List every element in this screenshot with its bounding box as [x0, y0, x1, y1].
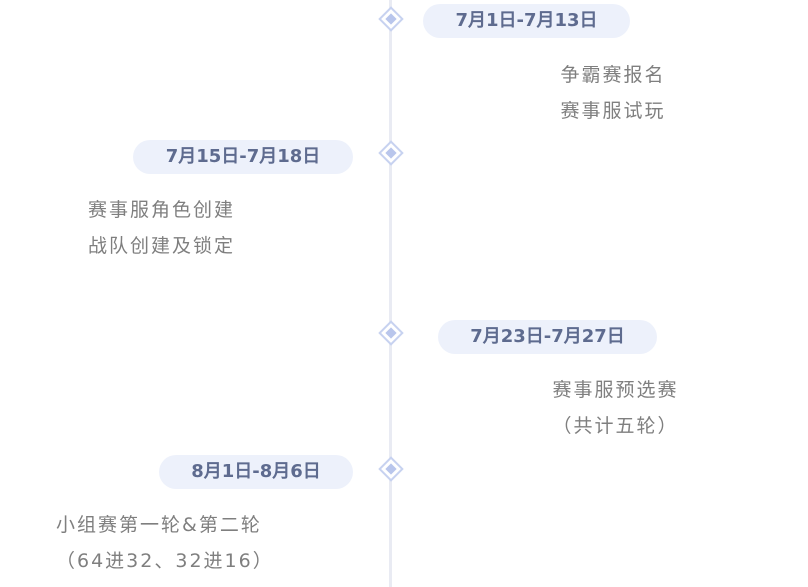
diamond-node-icon — [378, 320, 404, 346]
event-line: 赛事服试玩 — [560, 100, 666, 122]
event-description: 赛事服预选赛 （共计五轮） — [518, 372, 713, 444]
event-line: 小组赛第一轮&第二轮 — [56, 514, 262, 536]
event-line: 战队创建及锁定 — [88, 235, 236, 257]
date-pill: 7月15日-7月18日 — [133, 140, 353, 174]
date-pill: 7月1日-7月13日 — [423, 4, 630, 38]
timeline-axis — [389, 0, 392, 587]
event-line: （共计五轮） — [552, 415, 679, 437]
event-description: 小组赛第一轮&第二轮 （64进32、32进16） — [56, 507, 356, 579]
diamond-node-icon — [378, 6, 404, 32]
date-pill: 7月23日-7月27日 — [438, 320, 657, 354]
event-line: 争霸赛报名 — [560, 64, 666, 86]
diamond-node-icon — [378, 456, 404, 482]
event-description: 赛事服角色创建 战队创建及锁定 — [88, 192, 308, 264]
event-line: 赛事服预选赛 — [552, 379, 679, 401]
date-pill: 8月1日-8月6日 — [159, 455, 353, 489]
event-line: （64进32、32进16） — [56, 550, 274, 572]
event-description: 争霸赛报名 赛事服试玩 — [528, 57, 698, 129]
diamond-node-icon — [378, 140, 404, 166]
event-line: 赛事服角色创建 — [88, 199, 236, 221]
